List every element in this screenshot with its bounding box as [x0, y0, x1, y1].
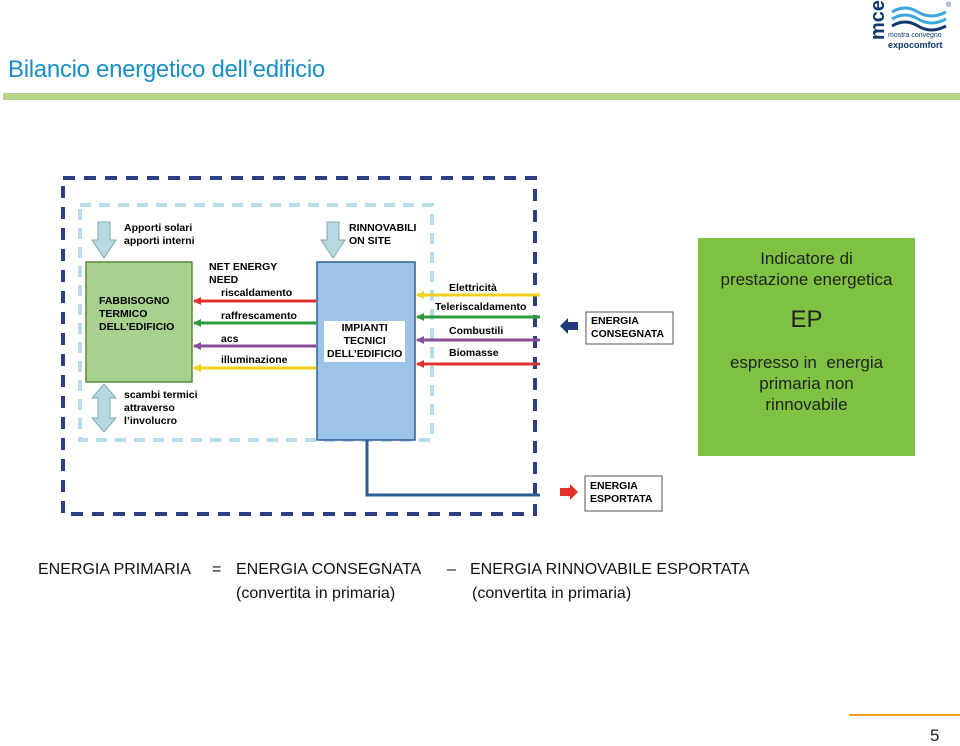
- inner-boundary: [78, 203, 434, 442]
- equation-equals: =: [212, 561, 222, 578]
- equation-term2-note: (convertita in primaria): [472, 585, 632, 602]
- footer-rule: [849, 714, 960, 716]
- ep-heading: Indicatore di prestazione energetica: [720, 249, 893, 289]
- esportata-arrow-icon: [560, 484, 578, 500]
- source-teleriscaldamento-label: Teleriscaldamento: [435, 301, 527, 313]
- equation-lhs: ENERGIA PRIMARIA: [38, 561, 191, 578]
- consegnata-box: [585, 311, 674, 345]
- rinnovabili-arrow-icon: [320, 221, 346, 259]
- impianti-label: IMPIANTI TECNICI DELL’EDIFICIO: [324, 321, 406, 362]
- esportata-box: [584, 475, 663, 512]
- fabbisogno-label: FABBISOGNO TERMICO DELL’EDIFICIO: [99, 295, 175, 333]
- ep-indicator-panel: Indicatore di prestazione energetica EP …: [698, 238, 915, 456]
- need-raffrescamento-label: raffrescamento: [221, 310, 297, 322]
- esportata-label: ENERGIA ESPORTATA: [590, 480, 653, 505]
- outer-boundary: [61, 176, 537, 516]
- page-title: Bilancio energetico dell’edificio: [8, 56, 325, 83]
- source-combustili-label: Combustili: [449, 325, 504, 337]
- export-line: [365, 440, 540, 497]
- registered-mark: ®: [946, 2, 952, 9]
- source-elettricita-label: Elettricità: [449, 282, 497, 294]
- equation-term2: ENERGIA RINNOVABILE ESPORTATA: [470, 561, 750, 578]
- need-illuminazione-label: illuminazione: [221, 354, 288, 366]
- source-biomasse-label: Biomasse: [449, 347, 499, 359]
- mce-logo: mce ® mostra convegno expocomfort: [867, 0, 956, 58]
- ep-symbol: EP: [790, 306, 823, 333]
- rinnovabili-label: RINNOVABILI ON SITE: [349, 222, 417, 247]
- equation-term1-note: (convertita in primaria): [236, 585, 396, 602]
- need-acs-label: acs: [221, 333, 239, 345]
- wave-logo-icon: [891, 6, 947, 32]
- need-riscaldamento-label: riscaldamento: [221, 287, 293, 299]
- apporti-label: Apporti solari apporti interni: [124, 222, 195, 247]
- page-number: 5: [930, 726, 940, 745]
- equation-minus: –: [447, 561, 456, 578]
- consegnata-arrow-icon: [560, 318, 578, 334]
- title-divider: [3, 93, 960, 100]
- consegnata-label: ENERGIA CONSEGNATA: [591, 315, 665, 340]
- logo-line1: mostra convegno: [888, 32, 942, 39]
- fabbisogno-box: [85, 261, 193, 383]
- scambi-label: scambi termici attraverso l’involucro: [124, 389, 198, 427]
- equation-term1: ENERGIA CONSEGNATA: [236, 561, 422, 578]
- ep-description: espresso in energia primaria non rinnova…: [729, 353, 884, 414]
- logo-line2: expocomfort: [888, 40, 943, 50]
- net-energy-label: NET ENERGY NEED: [209, 261, 278, 286]
- apporti-arrow-icon: [91, 221, 117, 259]
- scambi-arrow-icon: [90, 383, 118, 433]
